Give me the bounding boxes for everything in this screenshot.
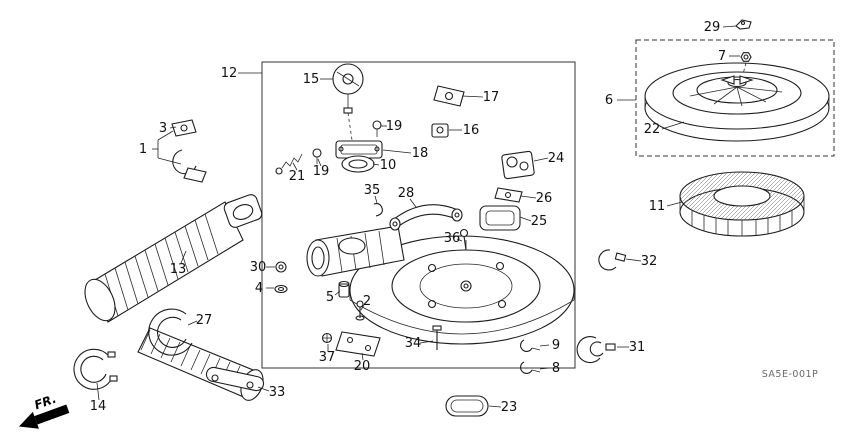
wing-nut — [740, 52, 752, 75]
callout-11: 11 — [649, 199, 666, 214]
callout-22: 22 — [644, 122, 661, 137]
callout-4: 4 — [255, 281, 263, 296]
callout-7: 7 — [718, 49, 726, 64]
clamp-14 — [73, 348, 118, 390]
spring-screw-21 — [275, 153, 303, 175]
callout-labels: 1 2 3 4 5 6 7 8 9 10 11 12 13 14 15 16 1… — [90, 20, 726, 415]
callout-19a: 19 — [386, 119, 403, 134]
callout-36: 36 — [444, 231, 461, 246]
callout-30: 30 — [250, 260, 267, 275]
callout-5: 5 — [326, 290, 334, 305]
callout-14: 14 — [90, 399, 107, 414]
seal-10 — [341, 155, 375, 173]
callout-35: 35 — [364, 183, 381, 198]
callout-20: 20 — [354, 359, 371, 374]
bracket-26 — [494, 187, 523, 203]
callout-12: 12 — [221, 66, 238, 81]
clip-8 — [520, 361, 541, 374]
callout-23: 23 — [501, 400, 518, 415]
gasket-25 — [479, 205, 521, 231]
callout-37: 37 — [319, 350, 336, 365]
callout-9: 9 — [552, 338, 560, 353]
intake-duct — [84, 194, 263, 323]
valve-16 — [431, 123, 449, 138]
callout-6: 6 — [605, 93, 613, 108]
callout-32: 32 — [641, 254, 658, 269]
clip-35 — [373, 202, 383, 217]
bolt-37 — [321, 332, 333, 344]
diagram-code: SA5E-001P — [762, 369, 819, 380]
intake-snorkel — [306, 225, 405, 277]
callout-34: 34 — [405, 336, 422, 351]
hose-clamp-27 — [148, 308, 193, 356]
callout-10: 10 — [380, 158, 397, 173]
gasket-23 — [445, 395, 489, 417]
fr-direction-arrow: FR. — [18, 392, 70, 429]
bolt-36 — [459, 228, 469, 251]
bracket-20 — [335, 331, 381, 357]
callout-31: 31 — [629, 340, 646, 355]
bracket-17 — [433, 85, 465, 107]
callout-27: 27 — [196, 313, 213, 328]
bolt-34 — [432, 325, 442, 350]
air-filter-element — [679, 171, 805, 237]
bolt-19a — [372, 120, 382, 137]
callout-33: 33 — [269, 385, 286, 400]
washer-4 — [274, 284, 288, 294]
bolt-2 — [355, 300, 365, 321]
hot-air-duct — [137, 327, 264, 401]
callout-26: 26 — [536, 191, 553, 206]
clip-29 — [735, 19, 752, 30]
air-cleaner-cover — [644, 62, 830, 142]
callout-3: 3 — [159, 121, 167, 136]
group-box-6 — [635, 39, 835, 157]
callout-1: 1 — [139, 142, 147, 157]
callout-24: 24 — [548, 151, 565, 166]
callout-2: 2 — [363, 294, 371, 309]
callout-19b: 19 — [313, 164, 330, 179]
handle-28 — [389, 204, 463, 231]
clamp-31 — [576, 336, 616, 364]
callout-21: 21 — [289, 169, 306, 184]
leader-lines — [96, 25, 740, 408]
callout-17: 17 — [483, 90, 500, 105]
callout-13: 13 — [170, 262, 187, 277]
callout-8: 8 — [552, 361, 560, 376]
bolt-19b — [312, 148, 322, 164]
callout-29: 29 — [704, 20, 721, 35]
chamber-24 — [501, 150, 535, 180]
callout-18: 18 — [412, 146, 429, 161]
bracket-3-and-clamps-1 — [171, 119, 207, 183]
callout-25: 25 — [531, 214, 548, 229]
clip-9 — [520, 339, 541, 352]
stud-5 — [338, 280, 350, 298]
callout-28: 28 — [398, 186, 415, 201]
plate-18 — [335, 140, 383, 159]
stay-33 — [205, 366, 265, 392]
clip-32 — [598, 249, 627, 271]
callout-16: 16 — [463, 123, 480, 138]
vacuum-motor-15 — [332, 63, 364, 141]
grommet-30 — [275, 261, 287, 273]
callout-15: 15 — [303, 72, 320, 87]
